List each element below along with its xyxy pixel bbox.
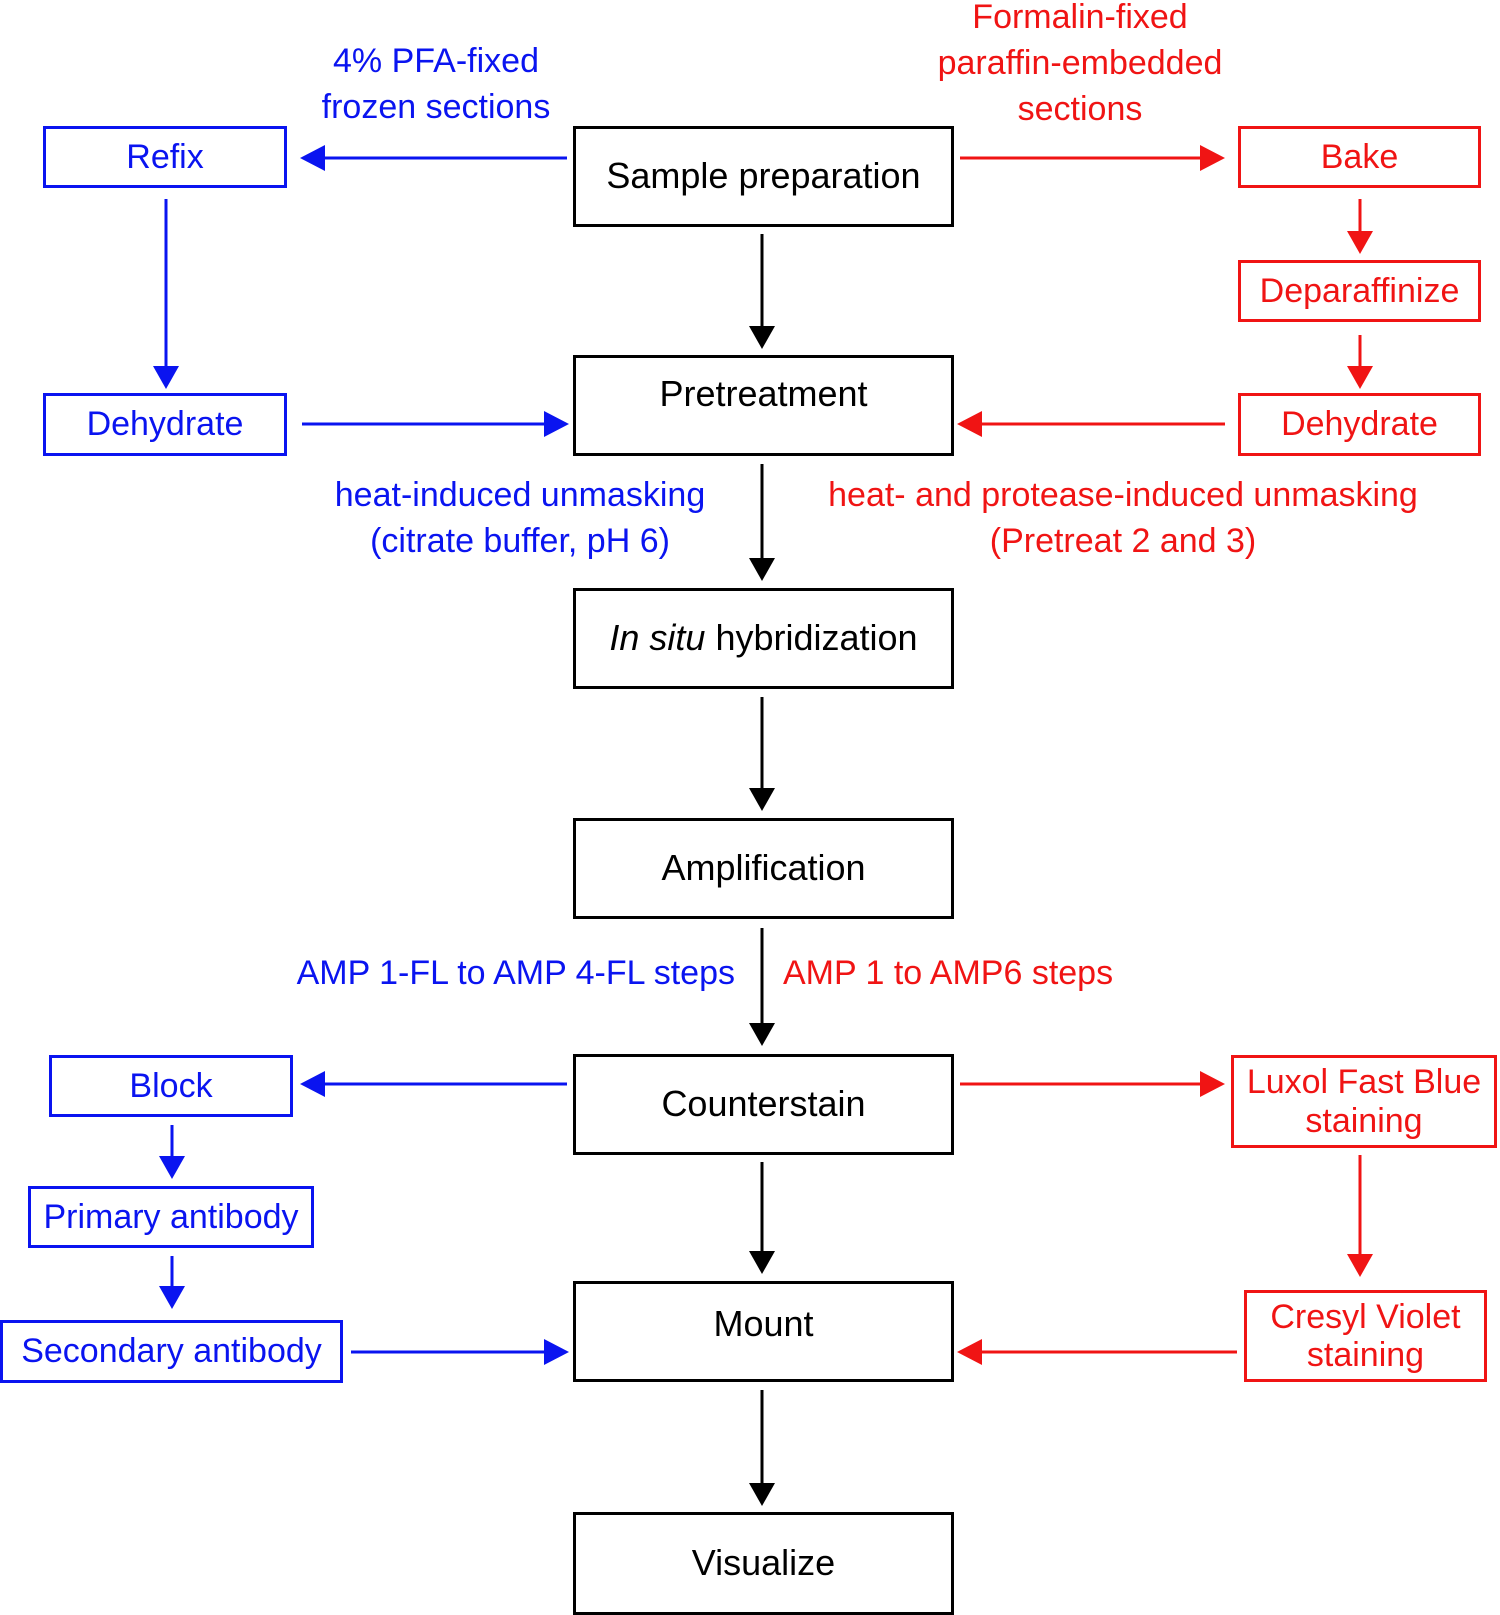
blue-amp-steps: AMP 1-FL to AMP 4-FL steps (296, 954, 735, 992)
luxol-line1: Luxol Fast Blue (1246, 1063, 1482, 1102)
bake-label: Bake (1320, 137, 1399, 176)
blue-header-line2: frozen sections (321, 88, 551, 126)
blue-unmasking-line1: heat-induced unmasking (334, 476, 706, 514)
visualize-label: Visualize (691, 1542, 836, 1584)
block-box: Block (49, 1055, 293, 1117)
sample-preparation-box: Sample preparation (573, 126, 954, 227)
red-unmasking-note: heat- and protease-induced unmasking (Pr… (783, 472, 1463, 564)
deparaffinize-label: Deparaffinize (1259, 271, 1460, 310)
red-amp-steps: AMP 1 to AMP6 steps (783, 954, 1114, 992)
primary-antibody-label: Primary antibody (43, 1197, 299, 1236)
pretreatment-label: Pretreatment (659, 373, 868, 415)
ish-label: In situ hybridization (609, 618, 917, 658)
luxol-label: Luxol Fast Blue staining (1247, 1063, 1481, 1139)
counterstain-box: Counterstain (573, 1054, 954, 1155)
red-unmasking-line2: (Pretreat 2 and 3) (989, 522, 1257, 560)
blue-dehydrate-box: Dehydrate (43, 393, 287, 456)
cresyl-line2: staining (1306, 1336, 1425, 1374)
block-label: Block (129, 1066, 213, 1105)
luxol-line2: staining (1305, 1101, 1423, 1140)
red-dehydrate-box: Dehydrate (1238, 393, 1481, 456)
mount-label: Mount (713, 1303, 814, 1345)
secondary-antibody-label: Secondary antibody (21, 1332, 322, 1371)
blue-unmasking-note: heat-induced unmasking (citrate buffer, … (305, 472, 735, 564)
amplification-label: Amplification (661, 847, 866, 889)
cresyl-box: Cresyl Violet staining (1244, 1290, 1487, 1382)
blue-header: 4% PFA-fixed frozen sections (300, 38, 572, 130)
pretreatment-box: Pretreatment (573, 355, 954, 456)
red-header-line1: Formalin-fixed (972, 0, 1188, 36)
ish-box: In situ hybridization (573, 588, 954, 689)
amplification-box: Amplification (573, 818, 954, 919)
deparaffinize-box: Deparaffinize (1238, 260, 1481, 322)
bake-box: Bake (1238, 126, 1481, 188)
refix-box: Refix (43, 126, 287, 188)
refix-label: Refix (126, 137, 204, 176)
secondary-antibody-box: Secondary antibody (0, 1320, 343, 1383)
blue-header-line1: 4% PFA-fixed (333, 42, 539, 80)
ish-italic-text: In situ (609, 617, 706, 659)
luxol-box: Luxol Fast Blue staining (1231, 1055, 1497, 1148)
blue-unmasking-line2: (citrate buffer, pH 6) (370, 522, 670, 560)
visualize-box: Visualize (573, 1512, 954, 1615)
mount-box: Mount (573, 1281, 954, 1382)
ish-rest-text: hybridization (705, 617, 918, 659)
red-unmasking-line1: heat- and protease-induced unmasking (828, 476, 1418, 514)
cresyl-line1: Cresyl Violet (1270, 1297, 1461, 1336)
sample-preparation-label: Sample preparation (606, 155, 921, 197)
cresyl-label: Cresyl Violet staining (1270, 1298, 1460, 1374)
red-dehydrate-label: Dehydrate (1281, 405, 1438, 444)
counterstain-label: Counterstain (661, 1083, 866, 1125)
red-header-line2: paraffin-embedded (937, 44, 1223, 82)
red-header-line3: sections (1017, 90, 1143, 128)
primary-antibody-box: Primary antibody (28, 1186, 314, 1248)
red-header: Formalin-fixed paraffin-embedded section… (905, 0, 1255, 132)
blue-dehydrate-label: Dehydrate (86, 405, 244, 444)
